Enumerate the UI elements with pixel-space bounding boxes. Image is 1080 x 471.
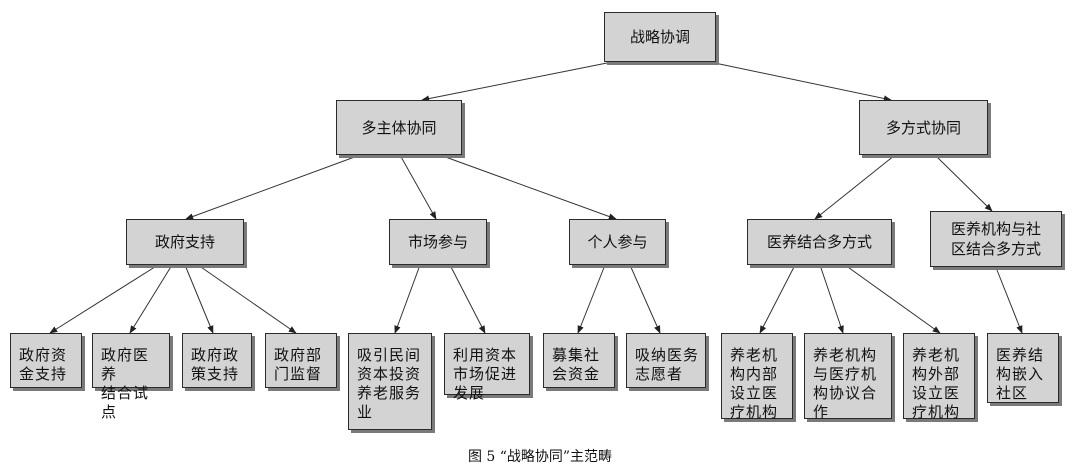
node-community: 医养机构与社 区结合多方式 xyxy=(930,211,1062,267)
node-market-capital-label: 利用资本 市场促进 发展 xyxy=(453,346,518,402)
edge-integration-internal xyxy=(759,264,796,334)
node-multi-subject-label: 多主体协同 xyxy=(361,118,437,137)
node-embedded-label: 医养结 构嵌入 社区 xyxy=(996,346,1045,402)
node-market: 市场参与 xyxy=(389,219,487,265)
node-gov-policy: 政府政 策支持 xyxy=(182,333,252,388)
edge-gov-supervise xyxy=(197,264,297,334)
node-gov-pilot-label: 政府医养 结合试点 xyxy=(101,346,150,421)
node-volunteers: 吸纳医务 志愿者 xyxy=(626,333,706,388)
node-multi-mode: 多方式协同 xyxy=(859,100,988,155)
node-market-capital: 利用资本 市场促进 发展 xyxy=(444,333,530,402)
edge-multi-subject-personal xyxy=(439,154,617,220)
node-multi-subject: 多主体协同 xyxy=(336,100,462,155)
figure-caption: 图 5 “战略协同”主范畴 xyxy=(467,449,613,465)
edge-multi-subject-market xyxy=(399,154,437,220)
node-gov-pilot: 政府医养 结合试点 xyxy=(92,333,170,421)
edge-gov-pilot xyxy=(129,264,173,334)
node-integration-label: 医养结合多方式 xyxy=(766,233,872,251)
edge-personal-social xyxy=(577,264,606,334)
edge-market-capital xyxy=(449,264,486,334)
edge-integration-agreement xyxy=(819,264,844,334)
node-agreement-label: 养老机构 与医疗机 构协议合 作 xyxy=(813,346,878,421)
node-external-clinic-label: 养老机 构外部 设立医 疗机构 xyxy=(912,346,961,421)
node-private-capital-label: 吸引民间 资本投资 养老服务 业 xyxy=(357,346,422,421)
node-market-label: 市场参与 xyxy=(407,233,468,251)
node-root-label: 战略协调 xyxy=(629,28,690,46)
node-gov-fund: 政府资 金支持 xyxy=(10,333,82,388)
node-multi-mode-label: 多方式协同 xyxy=(885,118,961,137)
node-gov-supervise-label: 政府部 门监督 xyxy=(274,346,323,383)
edge-multi-subject-gov xyxy=(185,154,361,220)
edge-personal-volunteers xyxy=(629,264,661,334)
node-internal-clinic: 养老机 构内部 设立医 疗机构 xyxy=(721,333,793,421)
node-embedded: 医养结 构嵌入 社区 xyxy=(987,333,1059,403)
edge-gov-policy xyxy=(184,264,214,334)
edge-market-private xyxy=(394,264,421,334)
node-gov-policy-label: 政府政 策支持 xyxy=(191,346,240,383)
edge-gov-fund xyxy=(49,264,159,334)
edge-multi-mode-integration xyxy=(814,154,896,220)
node-external-clinic: 养老机 构外部 设立医 疗机构 xyxy=(903,333,975,421)
edge-multi-mode-community xyxy=(934,154,993,212)
node-social-fund: 募集社 会资金 xyxy=(543,333,615,388)
node-community-label: 医养机构与社 区结合多方式 xyxy=(950,220,1041,258)
node-volunteers-label: 吸纳医务 志愿者 xyxy=(635,346,700,383)
node-gov-supervise: 政府部 门监督 xyxy=(265,333,337,388)
node-social-fund-label: 募集社 会资金 xyxy=(552,346,601,383)
node-personal-label: 个人参与 xyxy=(587,233,648,251)
edge-root-multi-mode xyxy=(709,61,892,102)
edge-community-embedded xyxy=(994,264,1023,334)
node-integration: 医养结合多方式 xyxy=(747,219,892,265)
node-root: 战略协调 xyxy=(604,12,716,62)
edge-root-multi-subject xyxy=(421,61,613,102)
node-gov-label: 政府支持 xyxy=(154,233,215,251)
node-internal-clinic-label: 养老机 构内部 设立医 疗机构 xyxy=(730,346,779,421)
node-private-capital: 吸引民间 资本投资 养老服务 业 xyxy=(348,333,432,430)
node-gov-fund-label: 政府资 金支持 xyxy=(19,346,68,383)
node-gov: 政府支持 xyxy=(126,219,244,265)
node-agreement: 养老机构 与医疗机 构协议合 作 xyxy=(804,333,892,421)
node-personal: 个人参与 xyxy=(569,219,666,265)
edge-integration-external xyxy=(844,264,941,334)
